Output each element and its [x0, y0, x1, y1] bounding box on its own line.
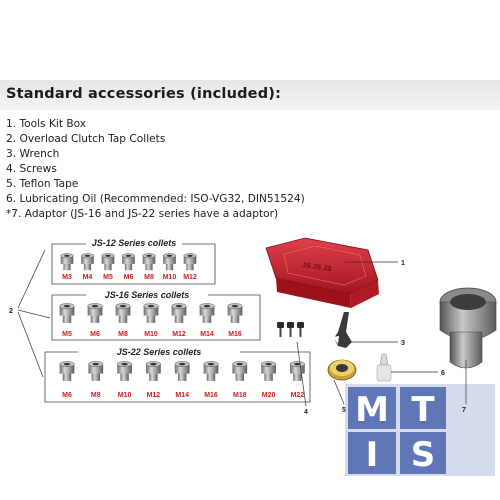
collet — [117, 361, 133, 381]
collet — [101, 253, 115, 271]
series-title-js12: JS-12 Series collets — [92, 238, 177, 248]
collet — [60, 253, 74, 271]
accessories-figure: 2 JS-12 Series collets JS-16 Series coll… — [0, 232, 500, 500]
collet-size-label: M6 — [90, 331, 100, 338]
collet — [115, 303, 131, 323]
watermark-letter: T — [411, 390, 435, 430]
callout-2: 2 — [9, 308, 13, 315]
collet-size-label: M10 — [144, 331, 158, 338]
teflon-tape — [327, 359, 357, 381]
callout-5: 5 — [342, 407, 346, 414]
collet — [59, 361, 75, 381]
collet — [289, 361, 305, 381]
wrench — [333, 312, 352, 348]
series-title-js16: JS-16 Series collets — [105, 290, 190, 300]
collet-size-label: M18 — [233, 392, 247, 399]
collet-size-label: M3 — [62, 274, 72, 281]
watermark-letter: I — [366, 435, 379, 475]
accessory-item: 3. Wrench — [6, 148, 60, 160]
callout-3: 3 — [401, 340, 405, 347]
collet — [174, 361, 190, 381]
collet — [183, 253, 197, 271]
page-title: Standard accessories (included): — [6, 86, 282, 102]
callout-6: 6 — [441, 370, 445, 377]
callout-4: 4 — [304, 409, 308, 416]
collet-size-label: M5 — [103, 274, 113, 281]
callout-line-5 — [333, 379, 345, 405]
collet-size-label: M10 — [118, 392, 132, 399]
collet — [87, 303, 103, 323]
collet — [59, 303, 75, 323]
case-label: JS JS JS — [302, 262, 333, 273]
collet — [203, 361, 219, 381]
collet-size-label: M12 — [147, 392, 161, 399]
collet-size-label: M6 — [62, 392, 72, 399]
collet-size-label: M12 — [183, 274, 197, 281]
tools-kit-box: JS JS JS — [265, 237, 379, 308]
accessory-item: *7. Adaptor (JS-16 and JS-22 series have… — [6, 208, 279, 220]
accessory-item: 2. Overload Clutch Tap Collets — [6, 133, 166, 145]
collet-size-label: M8 — [144, 274, 154, 281]
collet — [121, 253, 136, 271]
collet — [199, 303, 215, 323]
collet-size-label: M22 — [291, 392, 305, 399]
collet — [261, 361, 277, 381]
callout-line-4 — [296, 341, 307, 407]
series-title-js22: JS-22 Series collets — [117, 347, 202, 357]
collet — [227, 303, 243, 323]
collet-size-label: M16 — [204, 392, 218, 399]
collet-size-label: M14 — [200, 331, 214, 338]
mtis-watermark: M T I S — [345, 384, 495, 476]
watermark-letter: M — [355, 390, 389, 430]
collet-size-label: M8 — [118, 331, 128, 338]
collet-size-label: M20 — [262, 392, 276, 399]
collet-size-label: M12 — [172, 331, 186, 338]
callout-1: 1 — [401, 260, 405, 267]
collet — [145, 361, 161, 381]
watermark-letter: S — [411, 435, 436, 475]
accessory-item: 1. Tools Kit Box — [6, 118, 87, 130]
lubricating-oil-bottle — [376, 353, 392, 382]
collet-size-label: M10 — [163, 274, 177, 281]
header-band — [0, 80, 500, 110]
accessories-illustration: 2 JS-12 Series collets JS-16 Series coll… — [9, 237, 497, 476]
collet-size-label: M16 — [228, 331, 242, 338]
collet-size-label: M4 — [83, 274, 93, 281]
accessory-item: 4. Screws — [6, 163, 57, 175]
collet-size-label: M5 — [62, 331, 72, 338]
collet-size-label: M8 — [91, 392, 101, 399]
collet — [80, 253, 95, 271]
collet-size-label: M6 — [124, 274, 134, 281]
collet — [88, 361, 104, 381]
collet — [162, 253, 177, 271]
accessory-item: 5. Teflon Tape — [6, 178, 79, 190]
collet-size-label: M14 — [175, 392, 189, 399]
screws — [277, 322, 304, 337]
callout-7: 7 — [462, 407, 466, 414]
collet — [142, 253, 156, 271]
accessory-item: 6. Lubricating Oil (Recommended: ISO-VG3… — [6, 193, 305, 205]
collet — [143, 303, 159, 323]
collet — [232, 361, 248, 381]
adaptor — [439, 287, 497, 369]
collet — [171, 303, 187, 323]
accessories-list: 1. Tools Kit Box 2. Overload Clutch Tap … — [6, 117, 305, 222]
